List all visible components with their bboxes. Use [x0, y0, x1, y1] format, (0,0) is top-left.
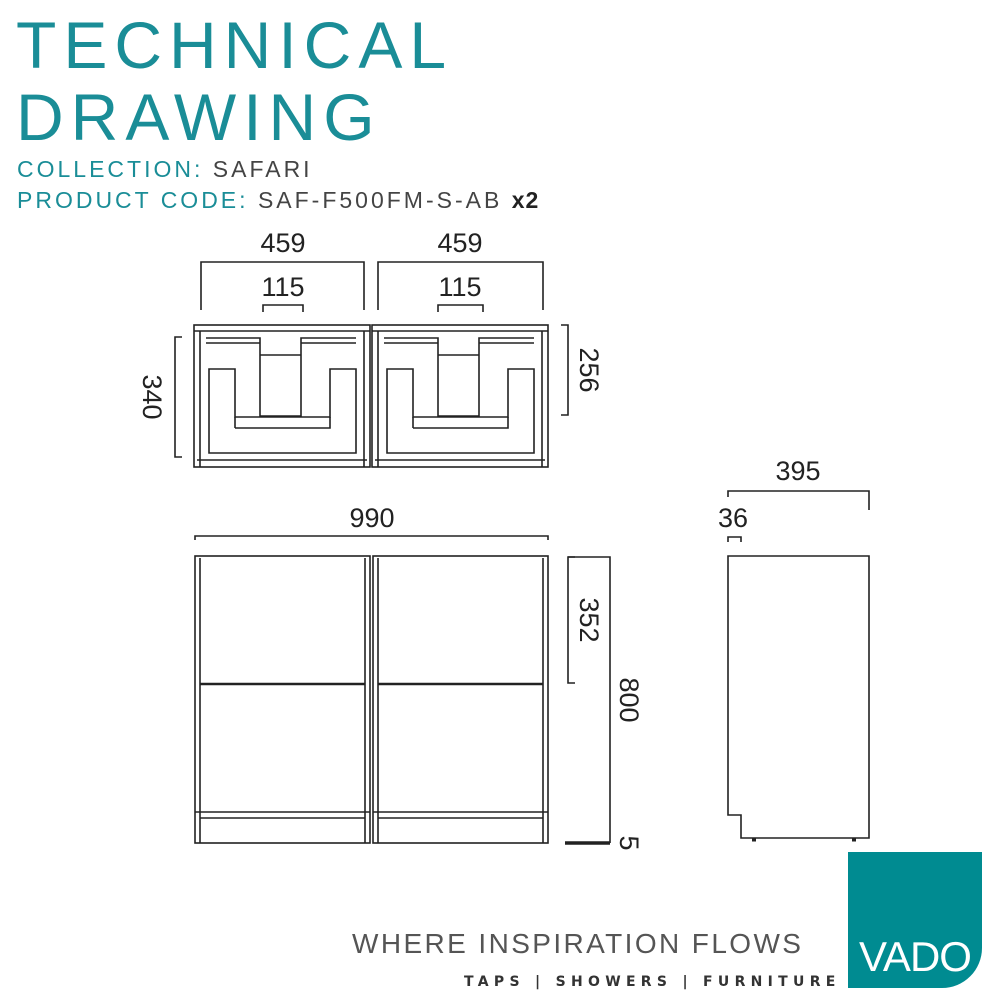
dim-line-overall-height [568, 556, 611, 843]
collection-line: COLLECTION: SAFARI [17, 158, 313, 181]
front-view: 990 352 800 5 [194, 503, 644, 851]
dim-cutout-left: 115 [261, 272, 304, 302]
dim-line-side-depth [727, 490, 870, 510]
top-view: 459 459 115 115 340 256 [137, 228, 604, 468]
vado-logo: VADO [848, 852, 982, 988]
collection-value: SAFARI [212, 156, 313, 182]
dim-depth: 340 [137, 374, 167, 419]
product-code-value: SAF-F500FM-S-AB [257, 187, 503, 213]
dim-unit-width-left: 459 [260, 228, 305, 258]
dim-side-depth: 395 [775, 456, 820, 486]
top-view-unit-right [371, 324, 549, 468]
front-unit-left [194, 555, 371, 844]
collection-label: COLLECTION: [17, 156, 204, 182]
dim-line-overall-width [194, 535, 549, 540]
page-title-line1: TECHNICAL [16, 8, 454, 82]
dim-line-depth [174, 336, 182, 458]
dim-line-cutout-left [262, 304, 304, 312]
dim-cutout-right: 115 [438, 272, 481, 302]
dim-line-unit-width-left [200, 261, 365, 310]
dim-unit-width-right: 459 [437, 228, 482, 258]
quantity-badge: x2 [511, 187, 540, 213]
dim-overall-width: 990 [349, 503, 394, 533]
subtagline: TAPS | SHOWERS | FURNITURE [464, 974, 841, 990]
page-title-line2: DRAWING [16, 80, 382, 154]
dim-overall-height: 800 [614, 677, 644, 722]
dim-line-inner-depth [561, 324, 569, 416]
product-code-line: PRODUCT CODE: SAF-F500FM-S-AB x2 [17, 189, 539, 212]
dim-line-cutout-right [437, 304, 484, 312]
top-view-unit-left [193, 324, 371, 468]
dim-inner-depth: 256 [574, 347, 604, 392]
front-unit-right [372, 555, 549, 844]
logo-text: VADO [859, 933, 972, 980]
product-code-label: PRODUCT CODE: [17, 187, 249, 213]
tagline: WHERE INSPIRATION FLOWS [352, 928, 804, 959]
side-view: 395 36 [718, 456, 870, 842]
side-profile [727, 555, 870, 839]
dim-line-recess [727, 536, 742, 542]
dim-line-drawer-height [567, 556, 575, 684]
dim-drawer-height: 352 [574, 597, 604, 642]
dim-line-unit-width-right [377, 261, 544, 310]
dim-plinth-offset: 5 [614, 835, 644, 850]
dim-recess: 36 [718, 503, 748, 533]
